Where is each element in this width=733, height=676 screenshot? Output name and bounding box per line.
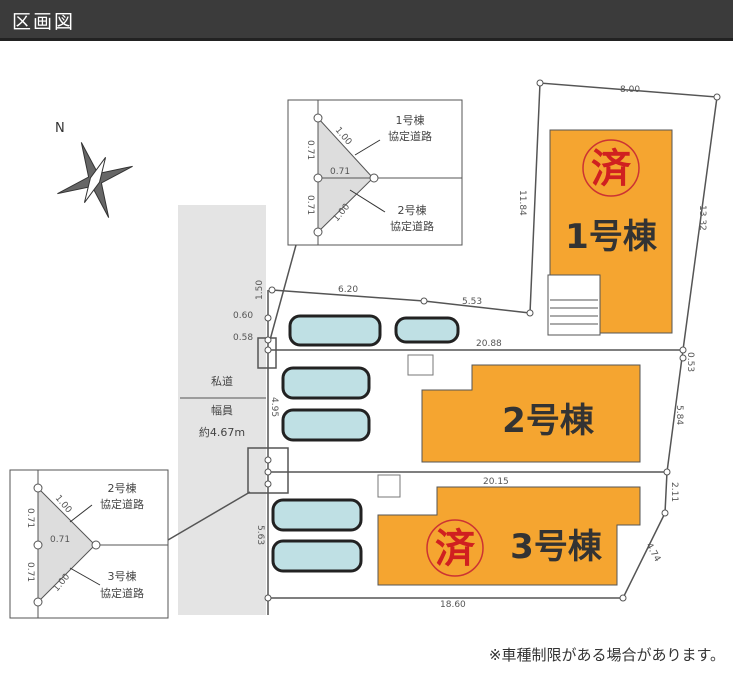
building-2: 2号棟 xyxy=(407,354,641,463)
svg-text:協定道路: 協定道路 xyxy=(390,219,434,233)
lot-boundaries xyxy=(167,82,718,599)
svg-text:0.53: 0.53 xyxy=(685,352,695,372)
compass: N xyxy=(55,121,133,218)
private-road xyxy=(178,205,266,615)
svg-text:0.71: 0.71 xyxy=(305,195,315,215)
car xyxy=(281,366,371,400)
svg-text:4.95: 4.95 xyxy=(269,397,279,417)
parking-cars xyxy=(271,314,460,573)
road-label-line2: 幅員 xyxy=(211,404,233,417)
svg-text:1号棟: 1号棟 xyxy=(396,113,425,127)
car xyxy=(281,408,371,442)
svg-text:2号棟: 2号棟 xyxy=(398,203,427,217)
car xyxy=(271,498,363,532)
svg-text:協定道路: 協定道路 xyxy=(100,586,144,600)
header-bar: 区画図 xyxy=(0,0,733,41)
svg-text:6.20: 6.20 xyxy=(338,285,358,295)
svg-text:0.71: 0.71 xyxy=(25,562,35,582)
svg-text:0.60: 0.60 xyxy=(233,311,253,321)
svg-text:0.58: 0.58 xyxy=(233,333,253,343)
sold-stamp xyxy=(426,519,484,577)
svg-text:5.84: 5.84 xyxy=(674,405,684,425)
building-1-label: 1号棟 xyxy=(565,217,658,257)
dimension-labels: 8.00 11.84 13.32 6.20 5.53 20.88 0.53 5.… xyxy=(233,85,707,610)
svg-text:0.71: 0.71 xyxy=(50,535,70,545)
svg-text:4.74: 4.74 xyxy=(643,542,662,565)
svg-text:0.71: 0.71 xyxy=(330,167,350,177)
svg-text:3号棟: 3号棟 xyxy=(108,569,137,583)
building-3: 済 3号棟 xyxy=(377,474,641,586)
road-label-line1: 私道 xyxy=(211,374,233,388)
sold-stamp xyxy=(582,139,640,197)
building-1: 済 1号棟 xyxy=(547,129,673,336)
svg-text:協定道路: 協定道路 xyxy=(388,129,432,143)
road-width: 約4.67m xyxy=(199,425,245,439)
svg-text:5.53: 5.53 xyxy=(462,297,482,307)
footnote: ※車種制限がある場合があります。 xyxy=(488,646,725,664)
car xyxy=(288,314,382,347)
sold-stamp-text: 済 xyxy=(435,526,476,572)
car xyxy=(271,539,363,573)
svg-text:0.71: 0.71 xyxy=(25,508,35,528)
svg-text:1.50: 1.50 xyxy=(255,280,265,300)
svg-text:20.15: 20.15 xyxy=(483,477,509,487)
svg-text:5.63: 5.63 xyxy=(255,525,265,545)
svg-text:13.32: 13.32 xyxy=(697,205,707,231)
survey-points xyxy=(264,79,721,602)
svg-text:8.00: 8.00 xyxy=(620,85,640,95)
svg-text:18.60: 18.60 xyxy=(440,600,466,610)
svg-text:20.88: 20.88 xyxy=(476,339,502,349)
svg-text:0.71: 0.71 xyxy=(305,140,315,160)
building-2-label: 2号棟 xyxy=(502,401,595,441)
svg-text:協定道路: 協定道路 xyxy=(100,497,144,511)
building-3-label: 3号棟 xyxy=(510,527,603,567)
sold-stamp-text: 済 xyxy=(591,146,632,192)
page-title: 区画図 xyxy=(12,11,76,33)
north-label: N xyxy=(55,121,65,136)
car xyxy=(394,316,460,344)
svg-text:2.11: 2.11 xyxy=(669,482,679,502)
svg-text:2号棟: 2号棟 xyxy=(108,481,137,495)
svg-text:11.84: 11.84 xyxy=(517,190,527,216)
